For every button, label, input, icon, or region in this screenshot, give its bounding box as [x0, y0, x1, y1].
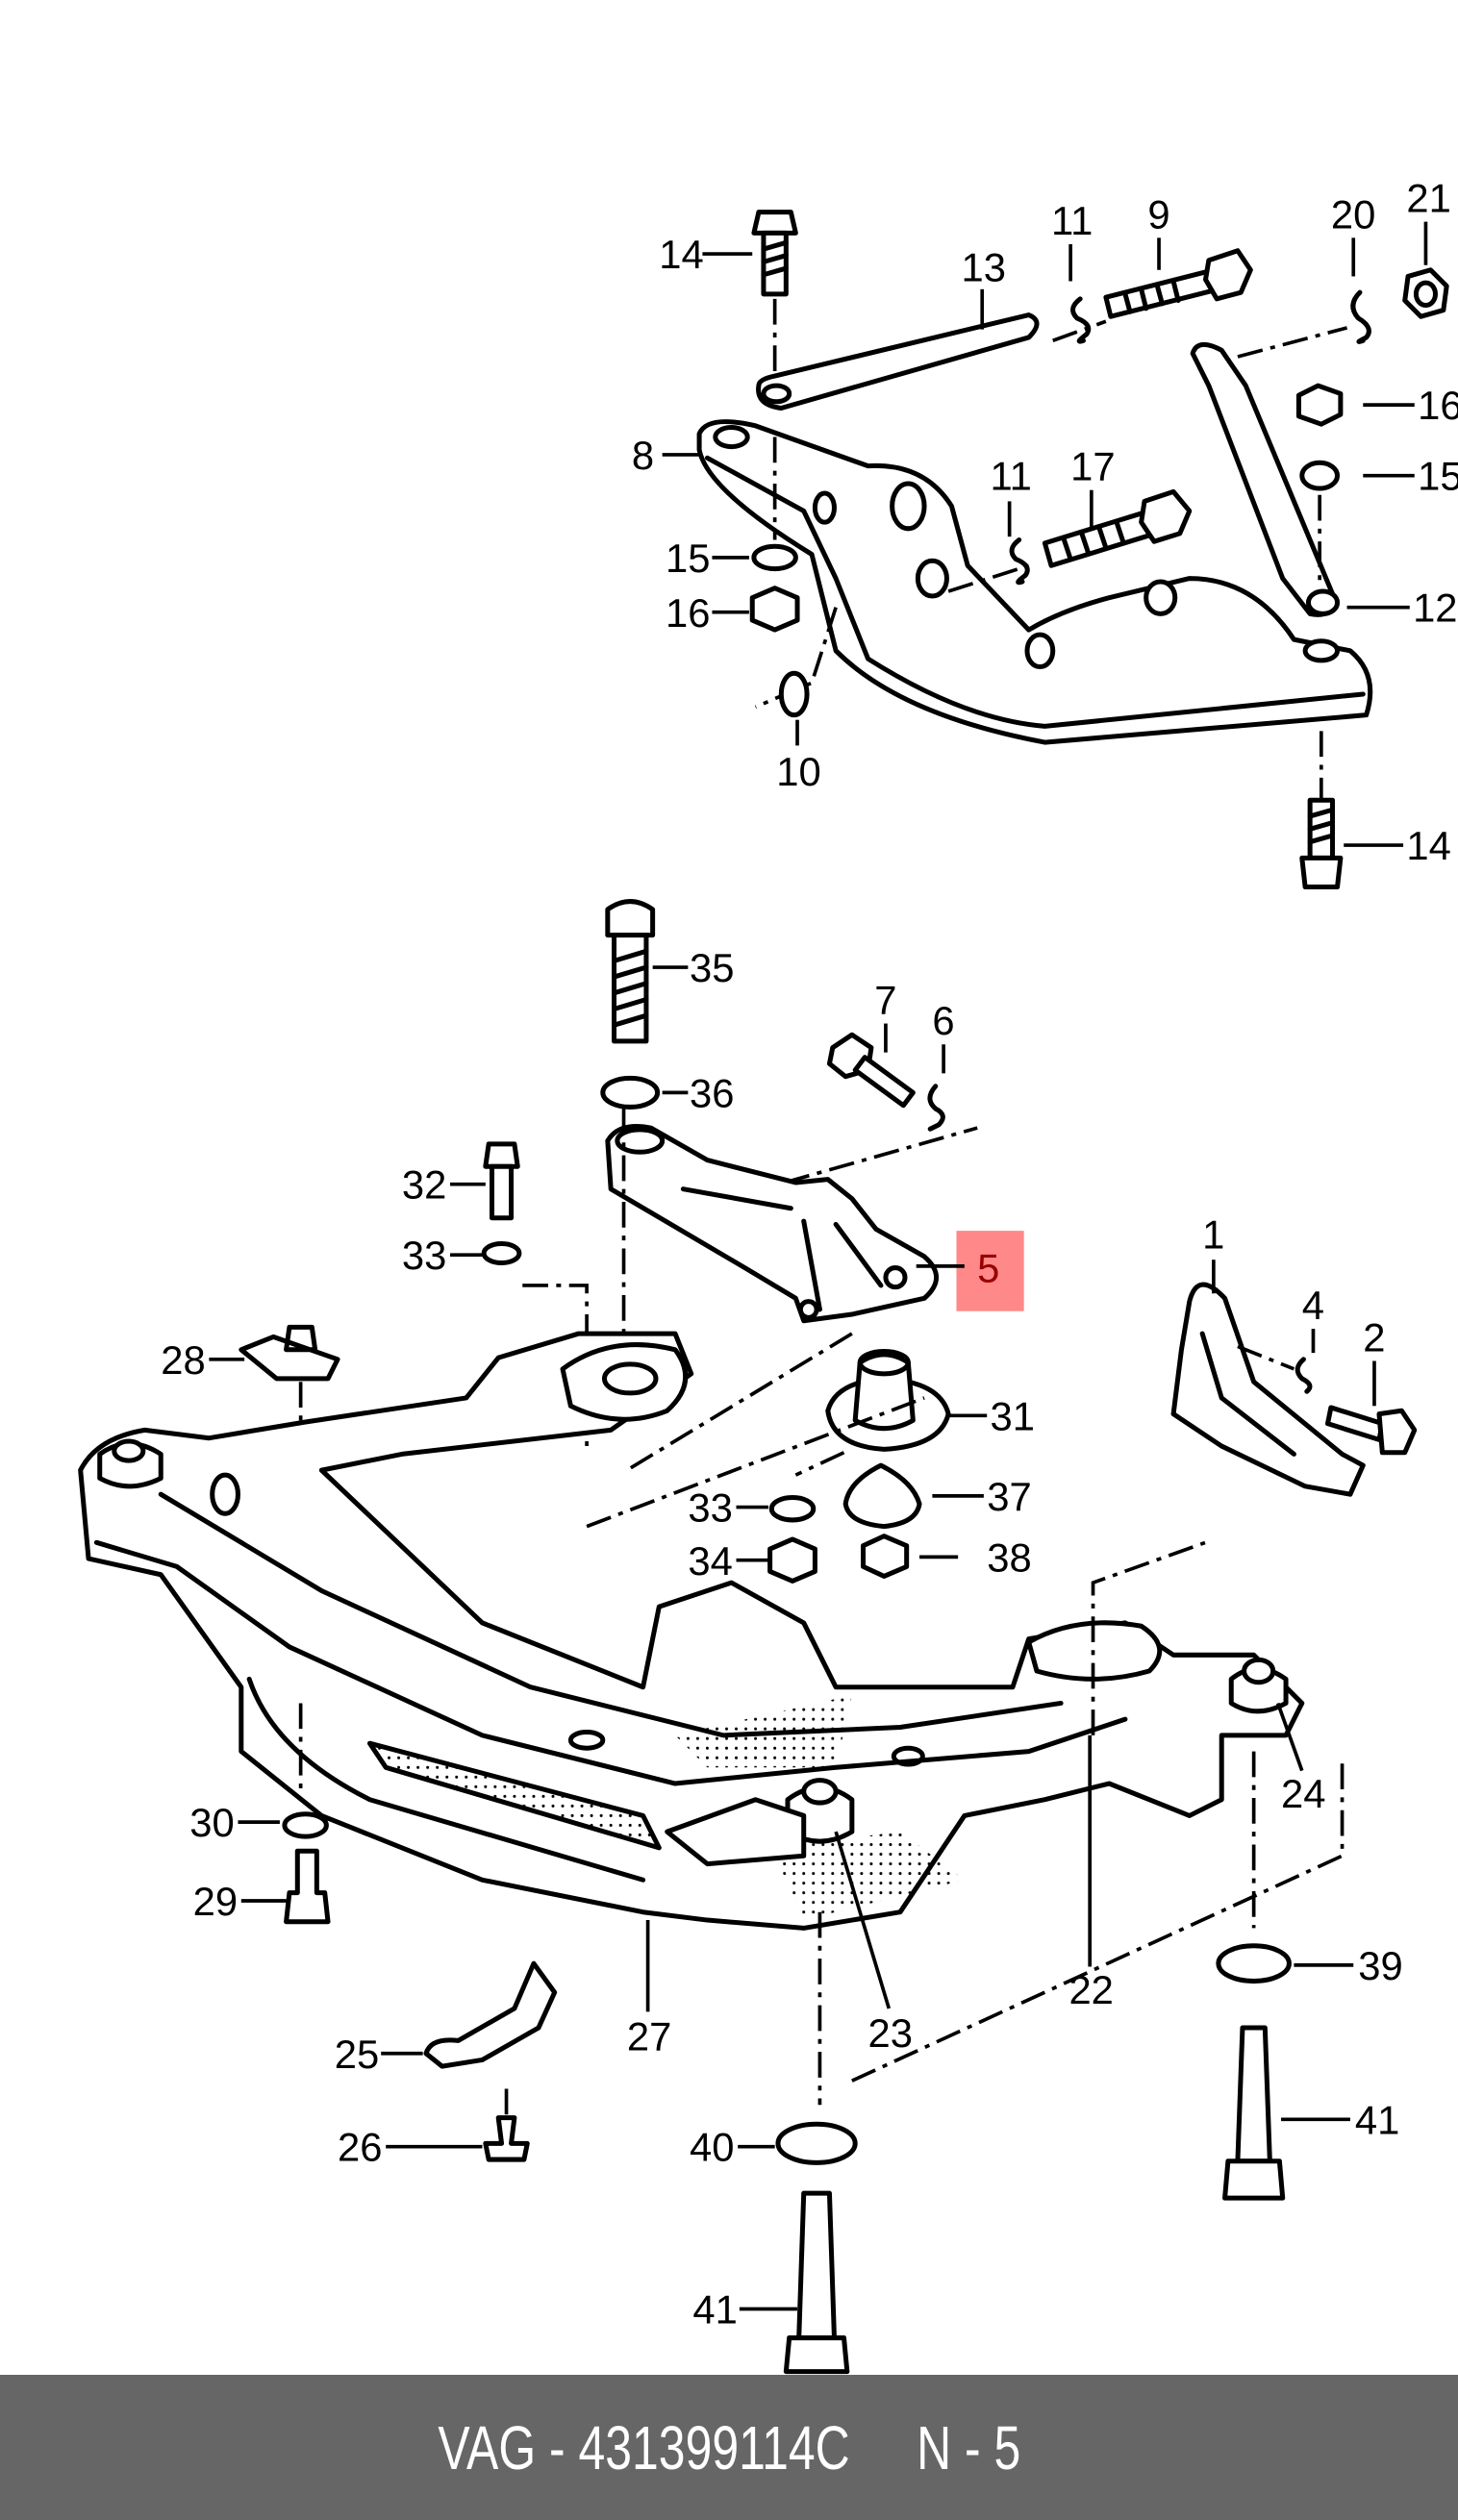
callout-label: 24: [1281, 1771, 1325, 1816]
callout-label: 17: [1070, 444, 1115, 489]
callout-label: 2: [1363, 1314, 1385, 1360]
washer-40: [775, 2121, 858, 2165]
bolt-7: [826, 1032, 916, 1109]
callout-label: 5: [977, 1246, 999, 1291]
bolt-32: [483, 1141, 520, 1221]
washer-33-upper: [481, 1240, 522, 1266]
callout-label: 28: [161, 1337, 205, 1383]
clip-20: [1350, 289, 1371, 344]
bolt-9: [1103, 248, 1253, 319]
bolt-14-bottom: [1299, 797, 1344, 889]
callout-label: 31: [991, 1393, 1035, 1438]
callout-label: 29: [193, 1879, 238, 1924]
callout-label: 21: [1406, 176, 1450, 221]
callout-label: 33: [402, 1233, 446, 1278]
washer-33-lower: [768, 1495, 817, 1523]
bracket-25: [423, 1960, 558, 2069]
bracket-assembly: [600, 899, 978, 1350]
callout-label: 14: [659, 232, 703, 277]
callout-label: 37: [987, 1474, 1031, 1519]
bolt-17: [1042, 488, 1193, 568]
leader-lines: [209, 221, 1428, 2311]
callout-label: 16: [666, 590, 710, 636]
bolt-41-center: [783, 2190, 850, 2375]
rod-13: [756, 312, 1040, 411]
callout-label: 22: [1068, 1967, 1113, 2012]
engine-bracket-5: [605, 1123, 940, 1324]
bolt-14-top: [751, 210, 798, 297]
nut-21: [1402, 267, 1449, 319]
callout-label: 7: [874, 978, 896, 1023]
callout-label: 36: [690, 1070, 734, 1115]
part-number-text: VAG - 431399114C N - 5: [438, 2412, 1020, 2483]
clip-nut-28: [239, 1324, 340, 1382]
callout-label: 34: [688, 1538, 732, 1584]
part-number-footer: VAG - 431399114C N - 5: [0, 2375, 1458, 2520]
callout-label: 1: [1202, 1212, 1224, 1258]
callout-label: 8: [632, 433, 654, 478]
nut-16-left: [749, 586, 800, 633]
callout-label: 23: [868, 2010, 913, 2056]
bolt-41-right: [1222, 2025, 1286, 2201]
nut-34: [767, 1536, 817, 1584]
callout-label: 16: [1418, 383, 1458, 428]
washer-39: [1216, 1943, 1292, 1984]
upper-arm-assembly: [696, 210, 1449, 889]
washer-30: [282, 1811, 329, 1839]
mount-31: [825, 1348, 951, 1452]
bracket-1: [1170, 1282, 1418, 1497]
highlight-box: [956, 1231, 1024, 1311]
callout-label: 11: [1051, 198, 1093, 243]
callout-label: 10: [776, 749, 820, 794]
clip-11-top: [1070, 296, 1092, 344]
callout-label: 20: [1331, 191, 1375, 237]
callout-label: 13: [961, 244, 1005, 289]
callout-label: 11: [991, 454, 1032, 499]
callout-label: 25: [335, 2032, 379, 2077]
washer-15-right: [1299, 460, 1341, 491]
callout-label: 32: [402, 1162, 446, 1208]
bolt-29: [284, 1848, 331, 1925]
callout-label: 6: [932, 998, 954, 1043]
callout-label: 33: [688, 1485, 732, 1531]
washer-10: [778, 670, 810, 718]
callout-label: 35: [690, 945, 734, 990]
control-arm-8: [696, 419, 1373, 745]
clip-6: [927, 1084, 945, 1132]
callout-label: 41: [692, 2287, 737, 2333]
callout-label: 39: [1358, 1943, 1402, 1988]
callout-label: 4: [1302, 1283, 1324, 1328]
bolt-35: [605, 899, 656, 1044]
callout-label: 41: [1355, 2097, 1399, 2142]
leader-line: [1275, 1702, 1304, 1772]
subframe: [78, 1331, 1305, 1931]
washer-36: [600, 1075, 661, 1110]
callout-label: 26: [338, 2125, 382, 2170]
screw-26: [483, 2115, 530, 2162]
callout-label: 15: [1418, 454, 1458, 499]
buffer-37: [842, 1462, 922, 1530]
callout-label: 12: [1413, 586, 1457, 631]
callout-label: 40: [690, 2125, 734, 2170]
callout-label: 38: [987, 1534, 1031, 1580]
parts-diagram: 1413119202116151281516111710143536765323…: [78, 176, 1458, 2375]
leader-line: [834, 1831, 892, 2009]
nut-38: [861, 1534, 910, 1579]
callout-label: 14: [1406, 823, 1450, 868]
nut-16-right: [1295, 383, 1344, 427]
callout-label: 9: [1147, 191, 1169, 237]
callout-label: 30: [189, 1800, 234, 1845]
clip-11-mid: [1009, 537, 1030, 586]
callout-label: 15: [666, 536, 710, 581]
washer-15-left: [751, 543, 798, 572]
callout-label: 27: [627, 2013, 671, 2058]
